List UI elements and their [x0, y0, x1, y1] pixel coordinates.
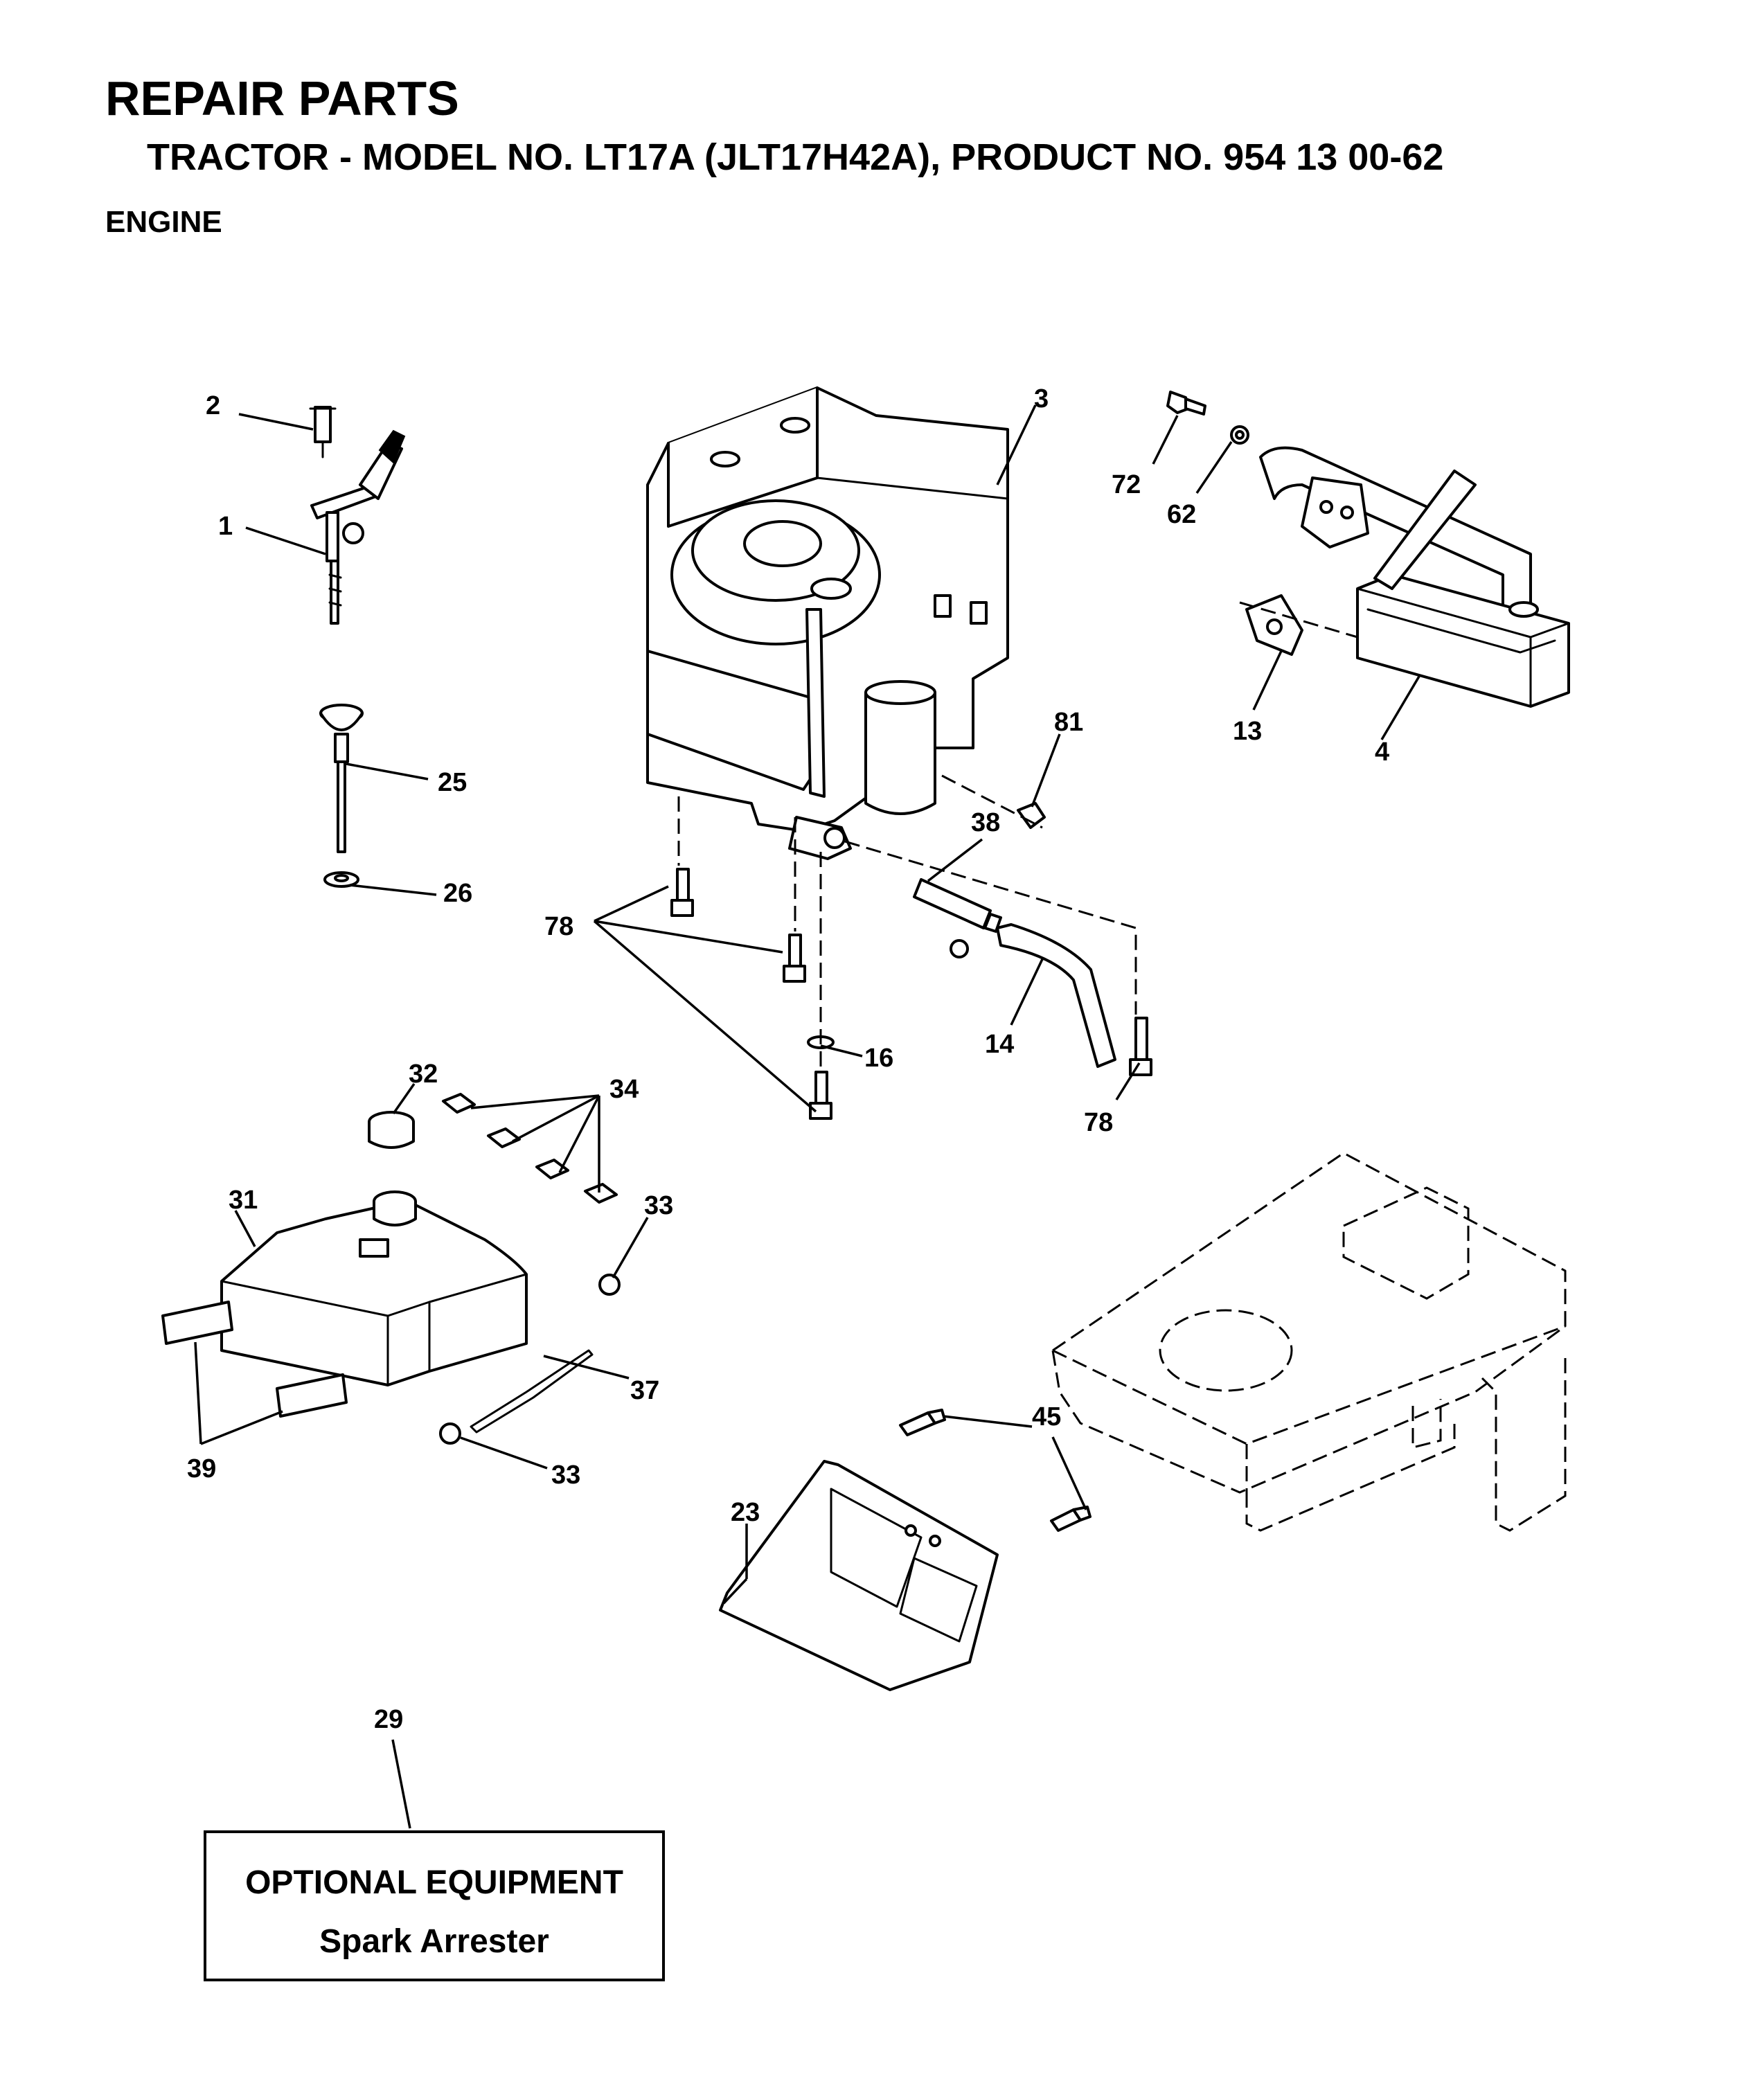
callout-labels: 2 1 3 72 62 13 4 81 38 25 26 78 16 14 78… — [187, 384, 1389, 1734]
callout-34: 34 — [609, 1075, 639, 1104]
callout-38: 38 — [971, 808, 1000, 837]
callout-2: 2 — [206, 391, 220, 420]
callout-leader-lines — [194, 404, 1421, 1829]
heat-shield-part — [719, 1409, 1092, 1691]
callout-37: 37 — [630, 1376, 659, 1405]
callout-26: 26 — [443, 879, 472, 908]
callout-23: 23 — [731, 1498, 760, 1527]
callout-78b: 78 — [1084, 1108, 1113, 1137]
callout-29: 29 — [374, 1705, 403, 1734]
callout-4: 4 — [1375, 738, 1389, 767]
model-subtitle: TRACTOR - MODEL NO. LT17A (JLT17H42A), P… — [147, 136, 1444, 178]
page-title: REPAIR PARTS — [105, 71, 459, 125]
callout-62: 62 — [1167, 500, 1196, 529]
spark-arrester-label: Spark Arrester — [319, 1923, 549, 1960]
callout-78a: 78 — [544, 912, 573, 941]
callout-81: 81 — [1054, 708, 1083, 737]
callout-1: 1 — [218, 512, 233, 541]
tractor-frame-part — [1051, 1152, 1567, 1532]
callout-39: 39 — [187, 1454, 216, 1483]
callout-13: 13 — [1233, 717, 1262, 746]
optional-equipment-box: OPTIONAL EQUIPMENT Spark Arrester — [204, 1830, 665, 1981]
throttle-control-part — [309, 406, 406, 625]
engine-hardware-part — [670, 774, 1152, 1120]
callout-33a: 33 — [644, 1191, 673, 1220]
fuel-tank-part — [161, 1093, 621, 1445]
callout-33b: 33 — [551, 1461, 580, 1490]
callout-32: 32 — [409, 1060, 438, 1089]
callout-3: 3 — [1034, 384, 1049, 413]
callout-31: 31 — [229, 1186, 258, 1215]
muffler-part — [1166, 391, 1570, 708]
callout-45: 45 — [1032, 1402, 1061, 1431]
callout-14: 14 — [985, 1030, 1014, 1059]
choke-knob-part — [319, 704, 364, 888]
optional-equipment-title: OPTIONAL EQUIPMENT — [245, 1864, 623, 1901]
engine-part — [646, 386, 1009, 860]
callout-16: 16 — [864, 1044, 893, 1073]
callout-72: 72 — [1112, 470, 1141, 499]
callout-25: 25 — [438, 768, 467, 797]
section-heading: ENGINE — [105, 205, 222, 239]
